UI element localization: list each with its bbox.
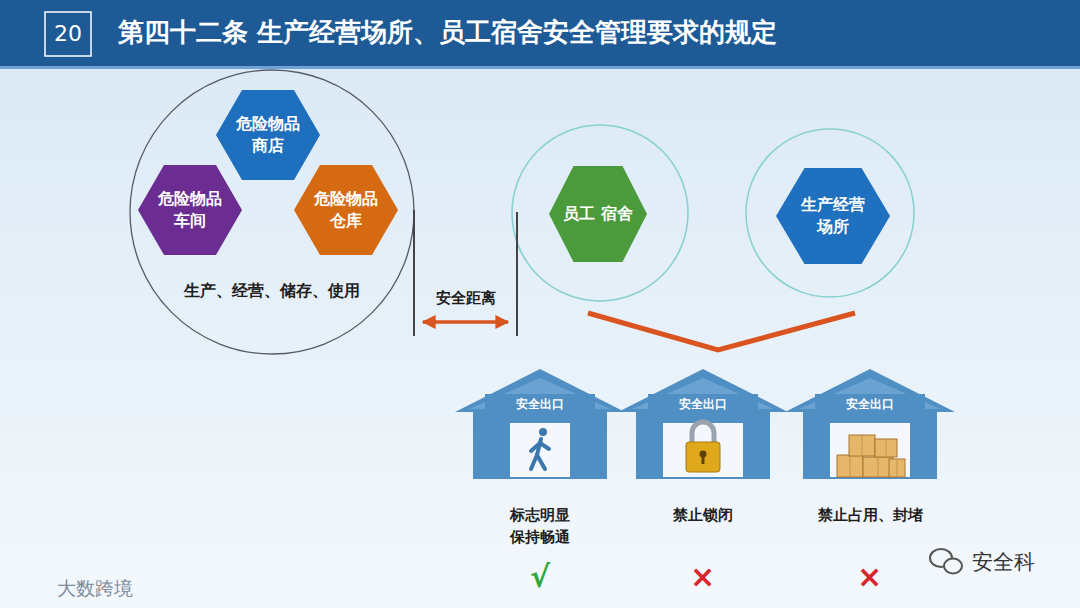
distance-limit-line bbox=[516, 212, 518, 336]
node-outline bbox=[776, 168, 890, 264]
rule-caption: 禁止占用、封堵 bbox=[800, 505, 940, 527]
hexagon-label: 危险物品 车间 bbox=[152, 188, 229, 231]
exit-house: 安全出口禁止锁闭 bbox=[618, 365, 788, 550]
exit-house: 安全出口禁止占用、封堵 bbox=[785, 365, 955, 550]
exit-sign: 安全出口 bbox=[455, 395, 625, 413]
hexagon-shape bbox=[216, 90, 320, 180]
hazard-zone-circle bbox=[130, 70, 414, 354]
hexagon-label: 危险物品 仓库 bbox=[308, 188, 385, 231]
hexagon-label: 危险物品 商店 bbox=[230, 113, 307, 156]
house-shape bbox=[618, 369, 788, 479]
hazard-zone: 危险物品 商店危险物品 车间 危险物品 仓库生产、经营、储存、使用 bbox=[130, 70, 414, 354]
hexagon-box: 危险物品 商店 bbox=[216, 90, 320, 180]
distance-arrow bbox=[423, 320, 508, 324]
zone-outline bbox=[131, 71, 413, 353]
hexagon-box: 员工 宿舍 bbox=[549, 166, 647, 262]
edge-label: 安全距离 bbox=[436, 288, 496, 308]
hexagon-box: 危险物品 车间 bbox=[138, 165, 242, 255]
check-mark: √ bbox=[530, 560, 550, 593]
exit-house: 安全出口标志明显 保持畅通 bbox=[455, 365, 625, 550]
boxes-icon bbox=[837, 435, 905, 477]
hexagon-label: 员工 宿舍 bbox=[563, 203, 633, 225]
header-band bbox=[0, 0, 1080, 66]
exit-sign: 安全出口 bbox=[618, 395, 788, 413]
hexagon-shape bbox=[294, 165, 398, 255]
hexagon-shape bbox=[776, 168, 890, 264]
exit-person-icon bbox=[531, 428, 549, 469]
hexagon-box: 危险物品 仓库 bbox=[294, 165, 398, 255]
node-outline bbox=[294, 165, 398, 255]
rule-caption: 禁止锁闭 bbox=[643, 505, 763, 527]
watermark: 大数跨境 bbox=[57, 578, 133, 599]
slide-title: 第四十二条 生产经营场所、员工宿舍安全管理要求的规定 bbox=[118, 15, 777, 50]
door bbox=[663, 423, 743, 477]
hexagon-label: 生产经营 场所 bbox=[791, 194, 875, 237]
header-rule bbox=[0, 66, 1080, 69]
door bbox=[830, 423, 910, 477]
hexagon-box: 生产经营 场所 bbox=[776, 168, 890, 264]
door bbox=[510, 423, 570, 477]
node-outline bbox=[130, 70, 414, 354]
hexagon-shape bbox=[138, 165, 242, 255]
node-outline bbox=[138, 165, 242, 255]
house-shape bbox=[455, 369, 625, 479]
house-shape bbox=[785, 369, 955, 479]
node-outline bbox=[216, 90, 320, 180]
exit-sign: 安全出口 bbox=[785, 395, 955, 413]
workplace-zone-circle bbox=[746, 129, 914, 297]
distance-limit-line bbox=[413, 210, 415, 336]
number-box bbox=[45, 12, 91, 56]
merge-bracket bbox=[588, 313, 855, 350]
cross-mark: × bbox=[857, 560, 882, 593]
zone-caption: 生产、经营、储存、使用 bbox=[130, 280, 414, 302]
rule-caption: 标志明显 保持畅通 bbox=[500, 505, 580, 549]
watermark: 安全科 bbox=[972, 551, 1035, 574]
dormitory-zone-circle bbox=[512, 125, 688, 301]
hexagon-shape bbox=[549, 166, 647, 262]
wechat-icon bbox=[930, 549, 962, 574]
padlock-icon bbox=[686, 422, 720, 472]
slide-number: 20 bbox=[54, 22, 82, 46]
cross-mark: × bbox=[690, 560, 715, 593]
